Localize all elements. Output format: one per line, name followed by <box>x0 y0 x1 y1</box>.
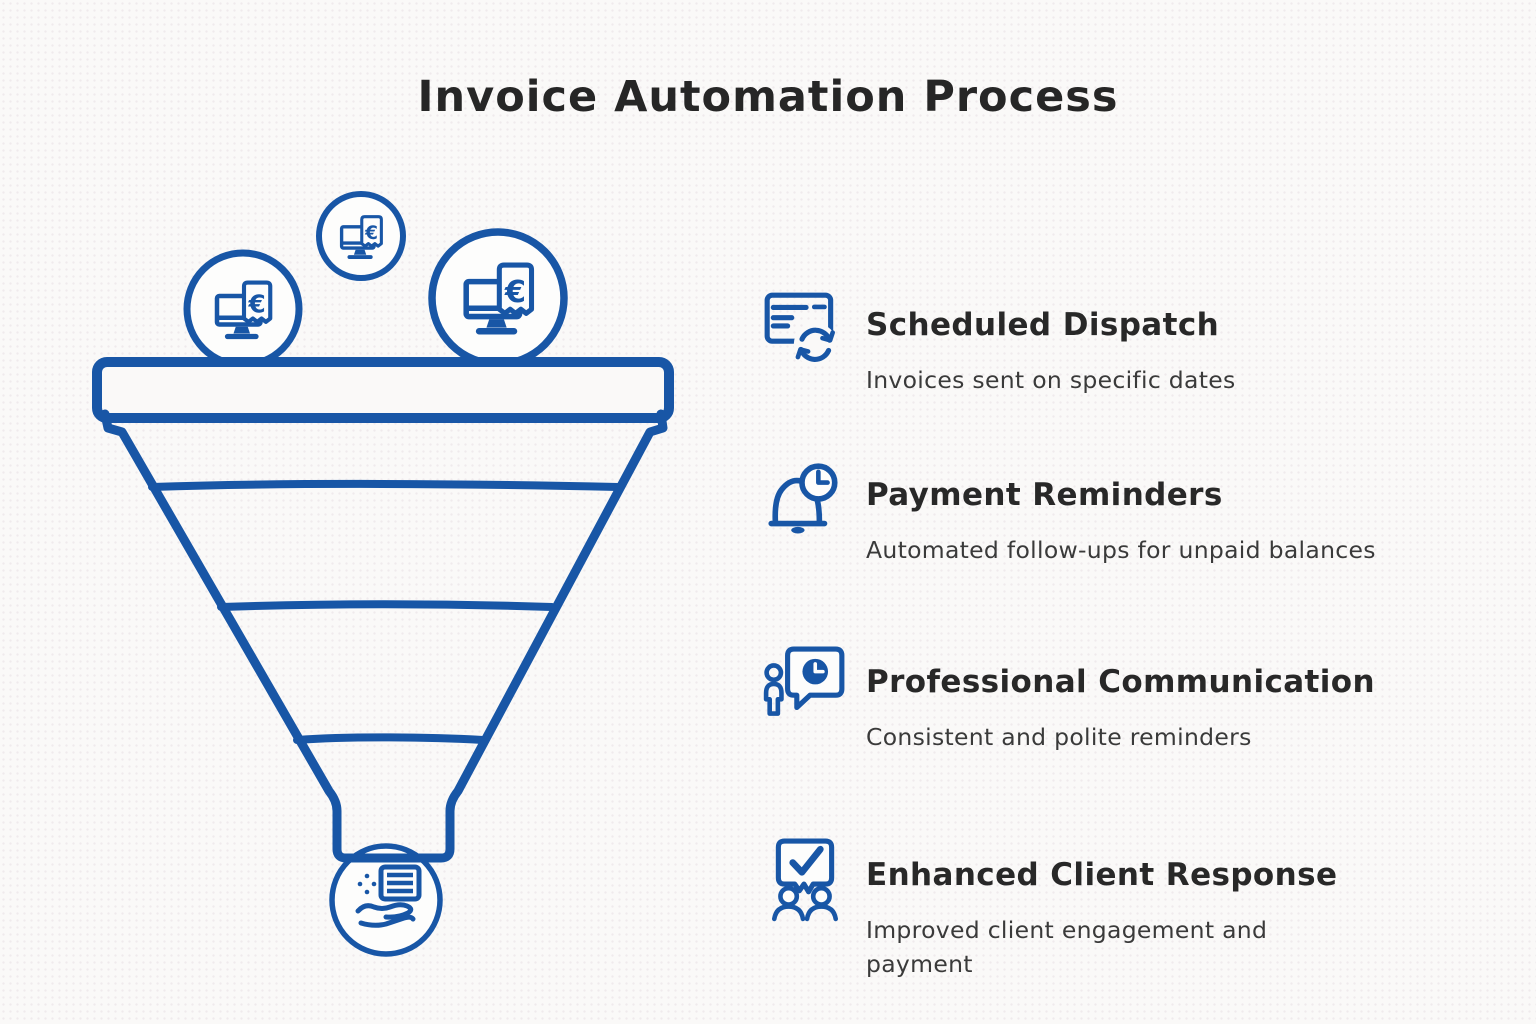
feature-enhanced-client-response: Enhanced Client Response Improved client… <box>762 838 1337 981</box>
invoice-funnel-diagram: € <box>92 191 674 957</box>
invoice-bubble-right <box>428 228 568 368</box>
feature-title: Payment Reminders <box>866 477 1223 513</box>
feature-title: Scheduled Dispatch <box>866 307 1220 343</box>
feature-title: Professional Communication <box>866 664 1375 700</box>
feature-description: Automated follow-ups for unpaid balances <box>866 536 1376 564</box>
person-chat-clock-icon <box>762 645 848 731</box>
feature-title: Enhanced Client Response <box>866 857 1338 893</box>
page-title: Invoice Automation Process <box>417 72 1119 122</box>
feature-payment-reminders: Payment Reminders Automated follow-ups f… <box>762 458 1376 567</box>
feature-description: Invoices sent on specific dates <box>866 366 1236 394</box>
people-check-icon <box>762 838 848 924</box>
feature-professional-communication: Professional Communication Consistent an… <box>762 645 1375 754</box>
card-sync-icon <box>762 288 848 374</box>
feature-description: Consistent and polite reminders <box>866 723 1252 751</box>
feature-scheduled-dispatch: Scheduled Dispatch Invoices sent on spec… <box>762 288 1236 397</box>
funnel-stage-dividers <box>148 479 622 744</box>
funnel-cone <box>100 409 668 863</box>
bell-clock-icon <box>762 458 848 544</box>
invoice-bubble-middle <box>316 191 406 281</box>
funnel-rim <box>92 357 674 423</box>
invoice-bubble-left <box>183 249 303 369</box>
feature-description: Improved client engagement and payment <box>866 916 1268 979</box>
